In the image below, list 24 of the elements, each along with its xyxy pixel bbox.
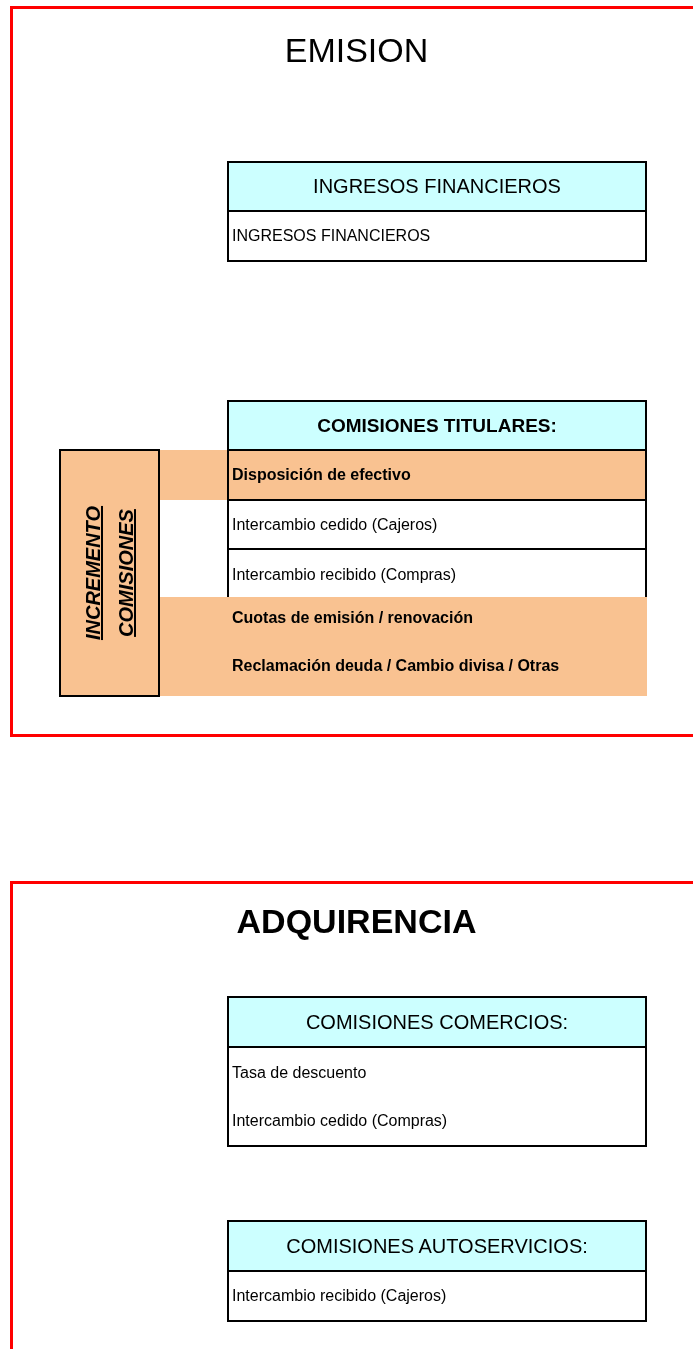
row-text: Intercambio recibido (Cajeros) xyxy=(232,1287,447,1305)
row-text: Intercambio recibido (Compras) xyxy=(232,565,457,584)
row-text: Disposición de efectivo xyxy=(232,466,411,484)
table-box xyxy=(227,1220,647,1322)
label-box xyxy=(59,449,160,697)
header-text: COMISIONES TITULARES: xyxy=(317,414,557,437)
header-text: COMISIONES COMERCIOS: xyxy=(305,1010,569,1034)
header-text: INGRESOS FINANCIEROS xyxy=(313,175,561,198)
band-text: Reclamación deuda / Cambio divisa / Otras xyxy=(232,657,560,675)
table-box xyxy=(227,996,647,1147)
section-title: ADQUIRENCIA xyxy=(236,902,477,940)
header-text: COMISIONES AUTOSERVICIOS: xyxy=(286,1234,588,1258)
highlight-band xyxy=(160,597,647,696)
row-text: INGRESOS FINANCIEROS xyxy=(232,227,431,245)
vertical-label: INCREMENTO COMISIONES xyxy=(80,504,138,643)
section-title: EMISION xyxy=(284,31,429,69)
row-text: Intercambio cedido (Cajeros) xyxy=(232,515,438,534)
section-frame xyxy=(10,6,693,737)
section-frame xyxy=(10,881,693,1349)
table-box xyxy=(227,161,647,262)
band-text: Cuotas de emisión / renovación xyxy=(232,609,473,627)
row-text: Tasa de descuento xyxy=(232,1063,367,1082)
table-box xyxy=(227,400,647,599)
row-text: Intercambio cedido (Compras) xyxy=(232,1112,448,1130)
